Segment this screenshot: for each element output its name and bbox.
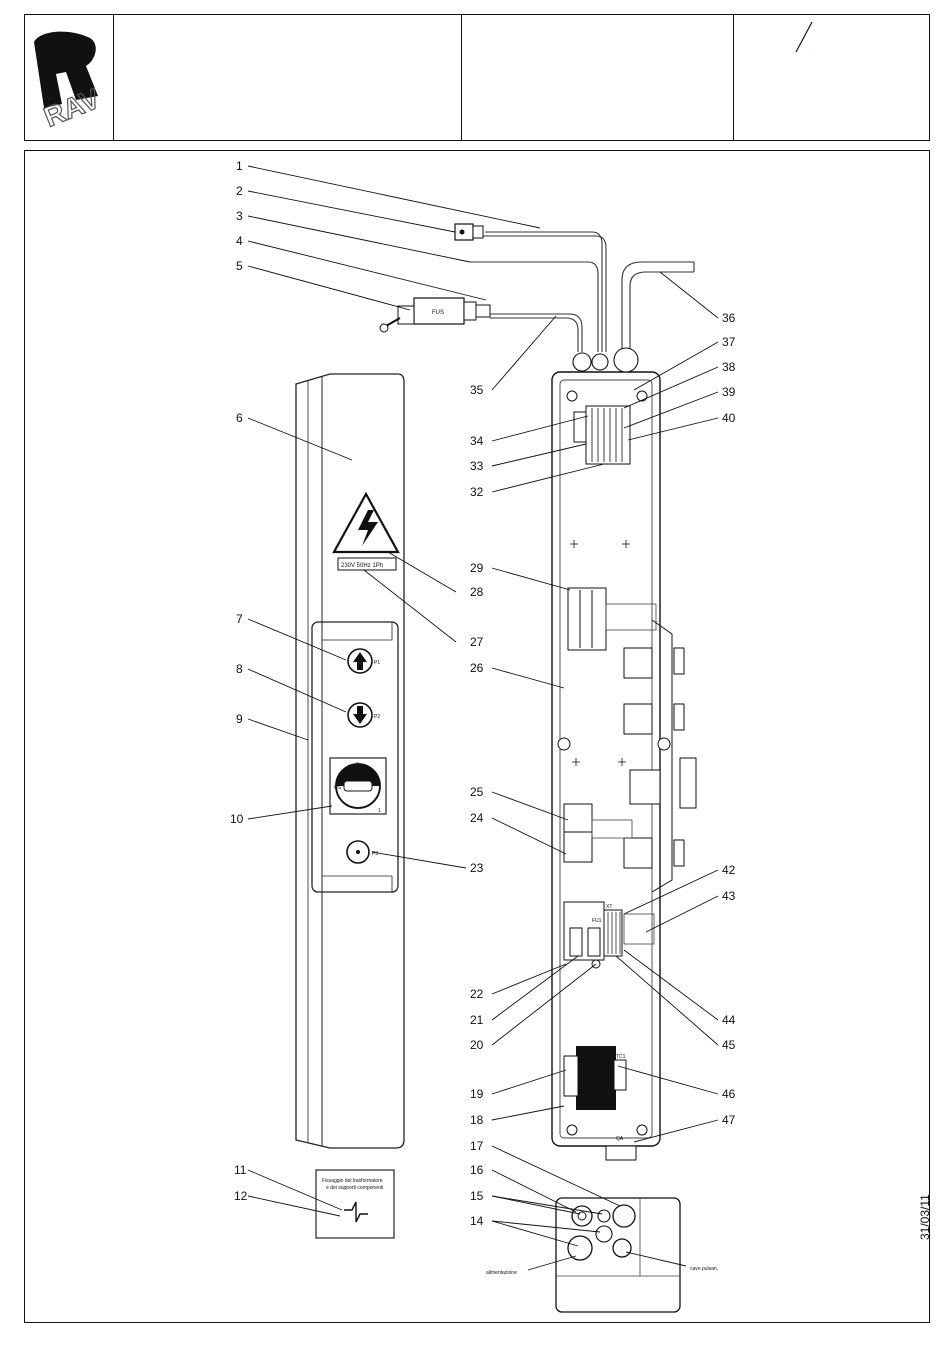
callout-29: 29	[470, 561, 484, 575]
callout-23: 23	[470, 861, 484, 875]
svg-text:P2: P2	[374, 714, 380, 720]
svg-text:FUS: FUS	[432, 310, 444, 316]
callout-47: 47	[722, 1113, 736, 1127]
callout-28: 28	[470, 585, 484, 599]
callout-19: 19	[470, 1087, 484, 1101]
sheet-slash	[796, 22, 812, 52]
callouts-center: 35 34 33 32 29 26 25 24 23 22 21 20 19 1…	[470, 383, 484, 1228]
callout-26: 26	[470, 661, 484, 675]
cables	[470, 232, 694, 352]
callout-37: 37	[722, 335, 736, 349]
callout-34: 34	[470, 434, 484, 448]
callout-45: 45	[722, 1038, 736, 1052]
callout-7: 7	[236, 612, 243, 626]
warning-sign: 230V 50Hz 1Ph	[334, 494, 398, 570]
callout-2: 2	[236, 184, 243, 198]
date-stamp: 31/03/11	[918, 1194, 932, 1240]
cable-connector	[455, 224, 483, 240]
callout-12: 12	[234, 1189, 248, 1203]
svg-text:0: 0	[356, 762, 359, 768]
callout-46: 46	[722, 1087, 736, 1101]
callout-38: 38	[722, 360, 736, 374]
svg-text:P1: P1	[374, 660, 380, 666]
svg-text:QA: QA	[616, 1136, 624, 1142]
callout-20: 20	[470, 1038, 484, 1052]
up-button-icon: P1	[348, 649, 380, 673]
voltage-label: 230V 50Hz 1Ph	[341, 563, 383, 569]
callout-24: 24	[470, 811, 484, 825]
callout-5: 5	[236, 259, 243, 273]
callout-27: 27	[470, 635, 484, 649]
pushbutton-cable-label: cavo pulsan.	[690, 1266, 718, 1272]
callout-35: 35	[470, 383, 484, 397]
svg-text:e dei supporti componenti: e dei supporti componenti	[326, 1185, 383, 1191]
svg-text:XT: XT	[606, 904, 612, 910]
callout-15: 15	[470, 1189, 484, 1203]
cover-front-view	[296, 374, 404, 1148]
svg-text:FU1: FU1	[592, 918, 602, 924]
callout-14: 14	[470, 1214, 484, 1228]
limit-switch: FUS	[380, 298, 490, 332]
callout-40: 40	[722, 411, 736, 425]
callout-1: 1	[236, 159, 243, 173]
callout-25: 25	[470, 785, 484, 799]
callout-36: 36	[722, 311, 736, 325]
power-cable-label: alimentazione	[486, 1270, 517, 1276]
callout-39: 39	[722, 385, 736, 399]
callout-32: 32	[470, 485, 484, 499]
svg-text:Fissaggio del trasformatore: Fissaggio del trasformatore	[322, 1178, 383, 1184]
enclosure-bottom-view: alimentazione cavo pulsan.	[486, 1198, 718, 1312]
callout-6: 6	[236, 411, 243, 425]
svg-text:QS: QS	[334, 785, 342, 791]
callout-21: 21	[470, 1013, 484, 1027]
svg-text:1: 1	[378, 808, 381, 814]
enclosure-open: FU1 XT TC1 QA	[552, 348, 696, 1160]
callout-42: 42	[722, 863, 736, 877]
callout-16: 16	[470, 1163, 484, 1177]
down-button-icon: P2	[348, 703, 380, 727]
callout-9: 9	[236, 712, 243, 726]
callout-17: 17	[470, 1139, 484, 1153]
main-switch-icon: 0 1 QS	[334, 762, 381, 814]
callout-4: 4	[236, 234, 243, 248]
callouts-left: 1 2 3 4 5 6 7 8 9 10 11 12	[230, 159, 248, 1203]
callout-18: 18	[470, 1113, 484, 1127]
callout-10: 10	[230, 812, 244, 826]
callout-11: 11	[234, 1163, 247, 1177]
callout-22: 22	[470, 987, 484, 1001]
callout-33: 33	[470, 459, 484, 473]
callout-44: 44	[722, 1013, 736, 1027]
svg-text:TC1: TC1	[616, 1054, 626, 1060]
svg-text:/: /	[808, 51, 809, 53]
callout-43: 43	[722, 889, 736, 903]
company-logo: RAV	[34, 32, 104, 133]
callout-3: 3	[236, 209, 243, 223]
callout-8: 8	[236, 662, 243, 676]
